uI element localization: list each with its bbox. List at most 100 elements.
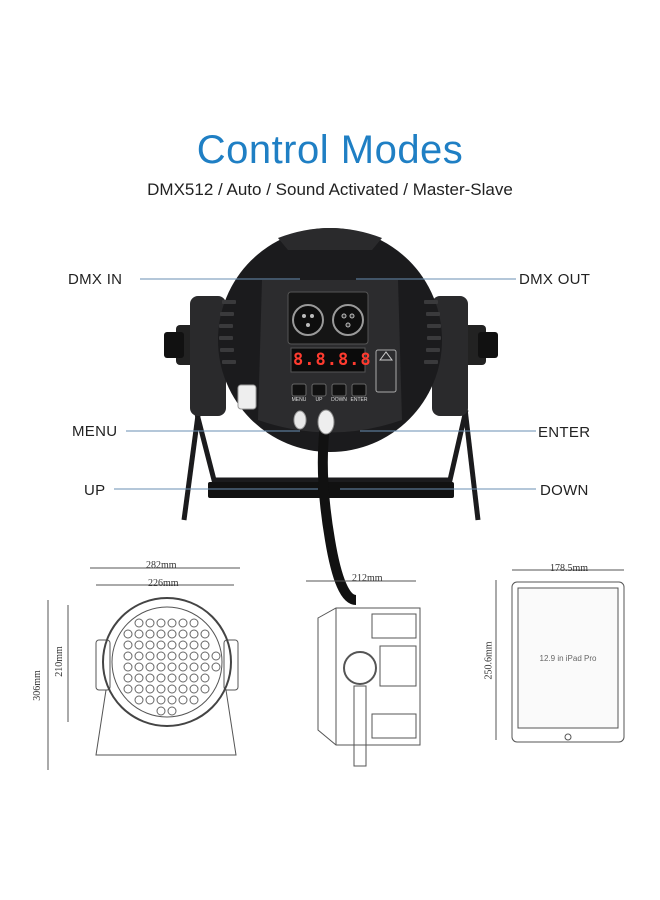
- led-lens: [211, 662, 221, 672]
- led-lens: [123, 684, 133, 694]
- led-lens: [156, 618, 166, 628]
- led-lens: [134, 673, 144, 683]
- led-lens: [167, 618, 177, 628]
- left-knob-grip: [164, 332, 184, 358]
- led-lens: [134, 662, 144, 672]
- ipad-drawing: [495, 569, 625, 743]
- led-lens: [134, 684, 144, 694]
- callout-lines: [114, 278, 536, 490]
- panel-label-up: UP: [315, 397, 323, 403]
- bracket-base: [208, 482, 454, 498]
- cable-gland: [317, 409, 335, 435]
- yoke-bracket: [181, 399, 481, 521]
- led-display: [290, 347, 366, 373]
- led-lens: [156, 706, 166, 716]
- led-lens: [200, 640, 210, 650]
- led-lens: [145, 662, 155, 672]
- led-lens: [134, 629, 144, 639]
- led-lens: [178, 673, 188, 683]
- led-lens: [156, 673, 166, 683]
- power-cable: [317, 417, 358, 605]
- led-lens: [189, 695, 199, 705]
- led-lens: [123, 651, 133, 661]
- led-lens: [145, 618, 155, 628]
- vent-slots: [219, 300, 441, 364]
- led-lens: [123, 662, 133, 672]
- page-subtitle: DMX512 / Auto / Sound Activated / Master…: [147, 180, 513, 199]
- led-lens: [200, 662, 210, 672]
- led-lens: [167, 673, 177, 683]
- led-lens: [156, 629, 166, 639]
- led-lens: [156, 662, 166, 672]
- callout-menu: MENU: [72, 423, 118, 440]
- led-lens: [189, 673, 199, 683]
- led-lens: [167, 662, 177, 672]
- led-lens: [167, 629, 177, 639]
- panel-buttons: [291, 383, 367, 397]
- side-view-drawing: [306, 580, 421, 767]
- warning-icons: [375, 349, 397, 393]
- led-lens: [189, 651, 199, 661]
- power-switch: [293, 410, 307, 430]
- led-lens: [145, 640, 155, 650]
- panel-label-down: DOWN: [331, 397, 347, 403]
- dmx-in-connector: [292, 304, 324, 336]
- led-lens: [134, 695, 144, 705]
- dim-ipad-width: 178.5mm: [550, 563, 589, 574]
- led-lens: [145, 651, 155, 661]
- panel-label-menu: MENU: [291, 397, 307, 403]
- dim-front-width-inner: 226mm: [148, 578, 179, 589]
- page-title: Control Modes: [196, 128, 464, 172]
- led-lens: [167, 684, 177, 694]
- fixture-top-lip: [278, 228, 382, 250]
- led-lens: [189, 640, 199, 650]
- led-lens: [123, 673, 133, 683]
- led-lens: [167, 706, 177, 716]
- led-lens: [178, 651, 188, 661]
- led-lens: [123, 629, 133, 639]
- led-lens: [167, 695, 177, 705]
- callout-down: DOWN: [540, 482, 589, 499]
- led-lens: [167, 651, 177, 661]
- led-lens: [167, 640, 177, 650]
- led-lens: [178, 629, 188, 639]
- led-lens: [145, 629, 155, 639]
- led-lens: [189, 662, 199, 672]
- dim-front-height-outer: 306mm: [31, 670, 43, 701]
- dim-front-width-outer: 282mm: [146, 560, 177, 571]
- callout-dmx-in: DMX IN: [68, 271, 123, 288]
- callout-enter: ENTER: [538, 424, 591, 441]
- led-lens: [145, 684, 155, 694]
- led-lens: [156, 684, 166, 694]
- front-view-drawing: [47, 567, 240, 770]
- led-lens: [211, 651, 221, 661]
- led-lens: [156, 651, 166, 661]
- led-lens: [178, 618, 188, 628]
- led-lens: [200, 673, 210, 683]
- led-lens: [134, 640, 144, 650]
- led-lens: [200, 684, 210, 694]
- led-lens: [145, 673, 155, 683]
- dmx-out-connector: [332, 304, 364, 336]
- led-lens: [189, 618, 199, 628]
- led-lens: [156, 695, 166, 705]
- ipad-screen-label: 12.9 in iPad Pro: [539, 654, 597, 663]
- led-lens: [200, 629, 210, 639]
- dim-side-depth: 212mm: [352, 573, 383, 584]
- led-lens: [134, 618, 144, 628]
- dim-front-height-inner: 210mm: [53, 646, 65, 677]
- led-lens: [178, 695, 188, 705]
- led-lens: [145, 695, 155, 705]
- fuse-holder: [237, 384, 257, 410]
- led-display-readout: 8.8.8.8: [293, 350, 372, 370]
- led-lens: [178, 684, 188, 694]
- led-lens: [189, 684, 199, 694]
- panel-label-enter: ENTER: [350, 397, 368, 403]
- led-lens: [178, 640, 188, 650]
- led-lens: [134, 651, 144, 661]
- right-knob-grip: [478, 332, 498, 358]
- led-lens: [123, 640, 133, 650]
- front-view-leds: [123, 618, 221, 716]
